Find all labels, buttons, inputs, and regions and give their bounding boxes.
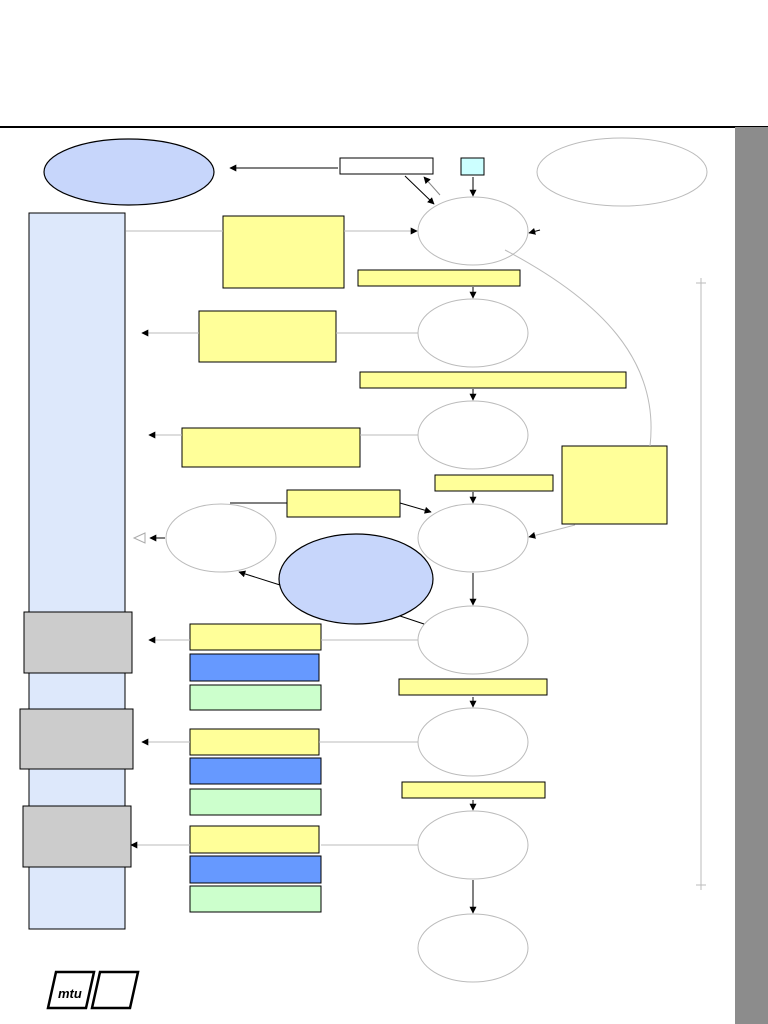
flow-label-2 <box>359 371 627 389</box>
right-bracket <box>696 278 706 890</box>
side-process-ellipse <box>165 503 277 573</box>
right-side-bar <box>735 127 768 1024</box>
logo-left-panel <box>46 970 96 1010</box>
note-box-3 <box>181 427 361 468</box>
process-step-6 <box>417 707 529 777</box>
flow-label-6 <box>401 781 546 799</box>
middle-blue-ellipse <box>278 533 434 625</box>
output-group-3 <box>189 825 322 913</box>
connector-lines <box>126 227 652 849</box>
gray-box-1 <box>23 611 133 674</box>
process-step-8 <box>417 913 529 983</box>
mtu-logo-icon: mtu <box>46 970 140 1010</box>
output-1-green <box>189 684 322 711</box>
note-box-2 <box>198 310 337 363</box>
output-group-1 <box>189 623 322 711</box>
note-boxes <box>181 215 668 525</box>
note-box-right <box>561 445 668 525</box>
connector-right-note-to-step-4 <box>528 524 576 539</box>
output-2-yellow <box>189 728 320 756</box>
process-step-4 <box>417 503 529 573</box>
arrow-up-input-link <box>423 176 441 196</box>
logo-wordmark: mtu <box>58 986 82 1001</box>
flow-label-5 <box>398 678 548 696</box>
arrow-blue-to-step-5 <box>399 615 425 625</box>
process-ellipses <box>165 196 529 983</box>
top-input-box <box>339 157 434 175</box>
note-box-1 <box>222 215 345 289</box>
process-step-2 <box>417 298 529 368</box>
process-step-5 <box>417 605 529 675</box>
output-3-green <box>189 885 322 913</box>
arrow-right-to-step-1 <box>528 227 541 235</box>
flow-labels <box>357 269 627 799</box>
top-cyan-box <box>460 157 485 176</box>
logo-right-panel <box>90 970 140 1010</box>
arrow-blue-to-side-ellipse <box>238 570 281 586</box>
gray-box-3 <box>22 805 132 868</box>
output-1-yellow <box>189 623 322 651</box>
side-arrows <box>149 502 431 625</box>
output-1-blue <box>189 653 320 682</box>
output-3-yellow <box>189 825 320 854</box>
note-box-4 <box>286 489 401 518</box>
output-3-blue <box>189 855 322 884</box>
arrow-note-4-to-step-4 <box>230 502 431 512</box>
process-step-1 <box>417 196 529 266</box>
top-left-ellipse <box>43 138 215 206</box>
output-2-green <box>189 788 322 816</box>
output-group-2 <box>189 728 322 816</box>
flow-label-3 <box>434 474 554 492</box>
flow-label-1 <box>357 269 521 287</box>
process-step-7 <box>417 810 529 880</box>
gray-boxes <box>19 611 134 868</box>
arrow-input-to-step-1 <box>404 175 435 205</box>
process-step-3 <box>417 400 529 470</box>
gray-box-2 <box>19 708 134 770</box>
output-2-blue <box>189 757 322 785</box>
top-right-ellipse <box>536 137 708 207</box>
open-arrow-left <box>132 532 146 544</box>
connector-feedback-curve <box>504 249 652 447</box>
